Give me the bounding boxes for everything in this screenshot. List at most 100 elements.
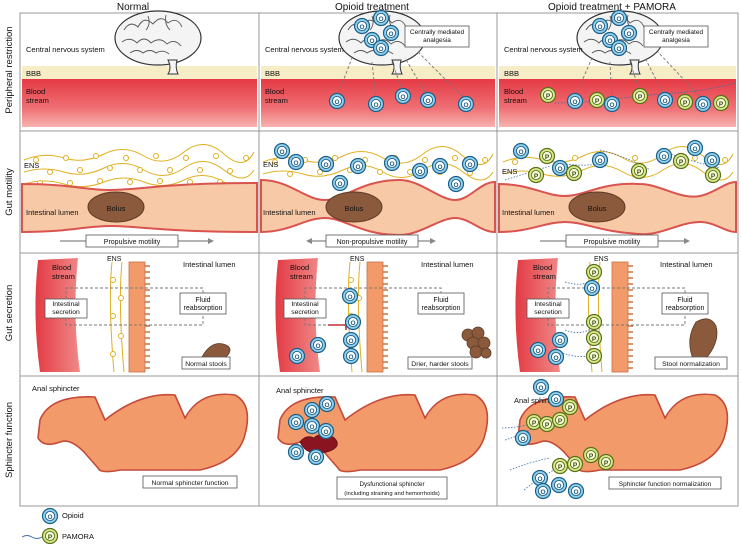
motility-box: [325, 234, 419, 248]
ens-label: ENS: [594, 256, 609, 263]
bbb-band: [22, 66, 257, 79]
ens-label: ENS: [263, 160, 278, 169]
bolus-label: Bolus: [345, 204, 364, 213]
row-header-sphincter-function: Sphincter function: [4, 402, 15, 478]
block-line: [328, 320, 347, 330]
ens-label: ENS: [350, 256, 365, 263]
blood-stream-band: [22, 79, 257, 127]
legend-opioid-label: Opioid: [62, 511, 84, 520]
stools-label: Stool normalization: [662, 361, 720, 368]
cns-label: Central nervous system: [504, 45, 583, 54]
ens-label: ENS: [24, 161, 39, 170]
lumen-label: Intestinal lumen: [421, 260, 474, 269]
row-header-gut-secretion: Gut secretion: [4, 285, 15, 342]
row-header-gut-motility: Gut motility: [4, 168, 15, 216]
grid-lines: [19, 12, 739, 507]
motility-label: Non-propulsive motility: [337, 239, 408, 246]
sphincter-shape: [37, 393, 249, 473]
lumen-label: Intestinal lumen: [26, 208, 79, 217]
legend-pamora-label: PAMORA: [62, 532, 94, 541]
stools-box: [654, 356, 728, 370]
bolus-label: Bolus: [588, 204, 607, 213]
bolus: [568, 191, 626, 223]
hard-stool-icon: [461, 326, 492, 359]
intestinal-wall: [128, 261, 146, 373]
opioid-icon: [41, 507, 59, 525]
row-sphincter-function: Anal sphincter Normal sphincter function…: [32, 378, 729, 500]
anal-sphincter-label: Anal sphincter: [514, 396, 562, 405]
function-sublabel: (including straining and hemorrhoids): [344, 491, 439, 497]
legend: Opioid PAMORA: [21, 507, 94, 544]
bbb-label: BBB: [504, 69, 519, 78]
bolus-label: Bolus: [107, 204, 126, 213]
stool-icon: [689, 318, 718, 362]
sphincter-shape: [517, 393, 729, 473]
column-header-opioid: Opioid treatment: [335, 2, 409, 13]
cns-label: Central nervous system: [26, 45, 105, 54]
villi: [145, 265, 150, 369]
villi: [628, 265, 633, 369]
lumen-label: Intestinal lumen: [263, 208, 316, 217]
ens-nodes: [33, 153, 249, 186]
row-header-peripheral-restriction: Peripheral restriction: [4, 26, 15, 113]
anal-sphincter-label: Anal sphincter: [32, 384, 80, 393]
stools-label: Normal stools: [185, 361, 227, 368]
motility-label: Propulsive motility: [584, 239, 641, 246]
analgesia-box: [643, 25, 709, 48]
function-box: [142, 475, 238, 489]
function-label: Normal sphincter function: [151, 480, 228, 487]
intestinal-wall: [611, 261, 629, 373]
bbb-band: [261, 66, 495, 79]
ens-network: [109, 261, 125, 373]
bolus: [87, 191, 145, 223]
bbb-label: BBB: [265, 69, 280, 78]
stools-label: Drier, harder stools: [411, 361, 469, 368]
lumen-label: Intestinal lumen: [502, 208, 555, 217]
function-label: Dysfunctional sphincter: [359, 481, 424, 488]
motility-box: [565, 234, 659, 248]
lumen-label: Intestinal lumen: [183, 260, 236, 269]
cns-label: Central nervous system: [265, 45, 344, 54]
stools-box: [181, 356, 231, 370]
lumen-label: Intestinal lumen: [660, 260, 713, 269]
motility-label: Propulsive motility: [104, 239, 161, 246]
anal-sphincter-label: Anal sphincter: [276, 386, 324, 395]
column-header-normal: Normal: [117, 2, 149, 13]
brain-icon: [114, 10, 202, 75]
motility-box: [85, 234, 179, 248]
analgesia-box: [404, 25, 470, 48]
villi: [383, 265, 388, 369]
intestinal-wall: [366, 261, 384, 373]
stools-box: [407, 356, 473, 370]
ens-label: ENS: [107, 256, 122, 263]
drug-molecules: [512, 139, 722, 184]
bolus: [325, 191, 383, 223]
ens-nodes: [272, 155, 488, 177]
column-header-pamora: Opioid treatment + PAMORA: [548, 2, 676, 13]
function-box: [336, 476, 448, 500]
bbb-label: BBB: [26, 69, 41, 78]
row-gut-motility: ENS Intestinal lumen Bolus Propulsive mo…: [21, 139, 737, 248]
ens-label: ENS: [502, 167, 517, 176]
bbb-band: [499, 66, 736, 79]
function-box: [608, 476, 722, 490]
function-label: Sphincter function normalization: [619, 481, 712, 488]
motility-arrowhead: [208, 238, 214, 244]
